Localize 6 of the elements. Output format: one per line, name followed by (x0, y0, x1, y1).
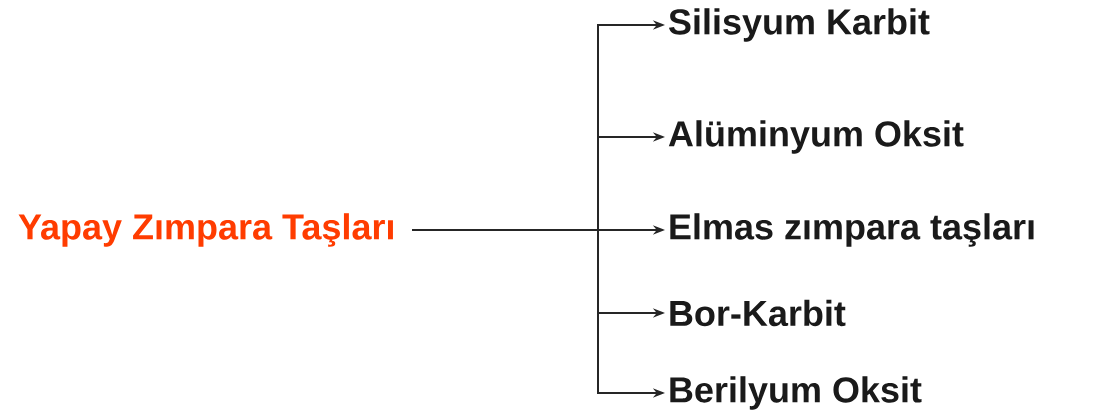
category-text: Elmas zımpara taşları (670, 213, 1034, 247)
category-text: Berilyum Oksit (670, 376, 922, 410)
category-text: Bor-Karbit (670, 299, 846, 327)
heading-text: Yapay Zımpara Taşları (18, 213, 393, 247)
category-text: Alüminyum Oksit (668, 120, 964, 154)
category-text: Silisyum Karbit (669, 8, 930, 42)
